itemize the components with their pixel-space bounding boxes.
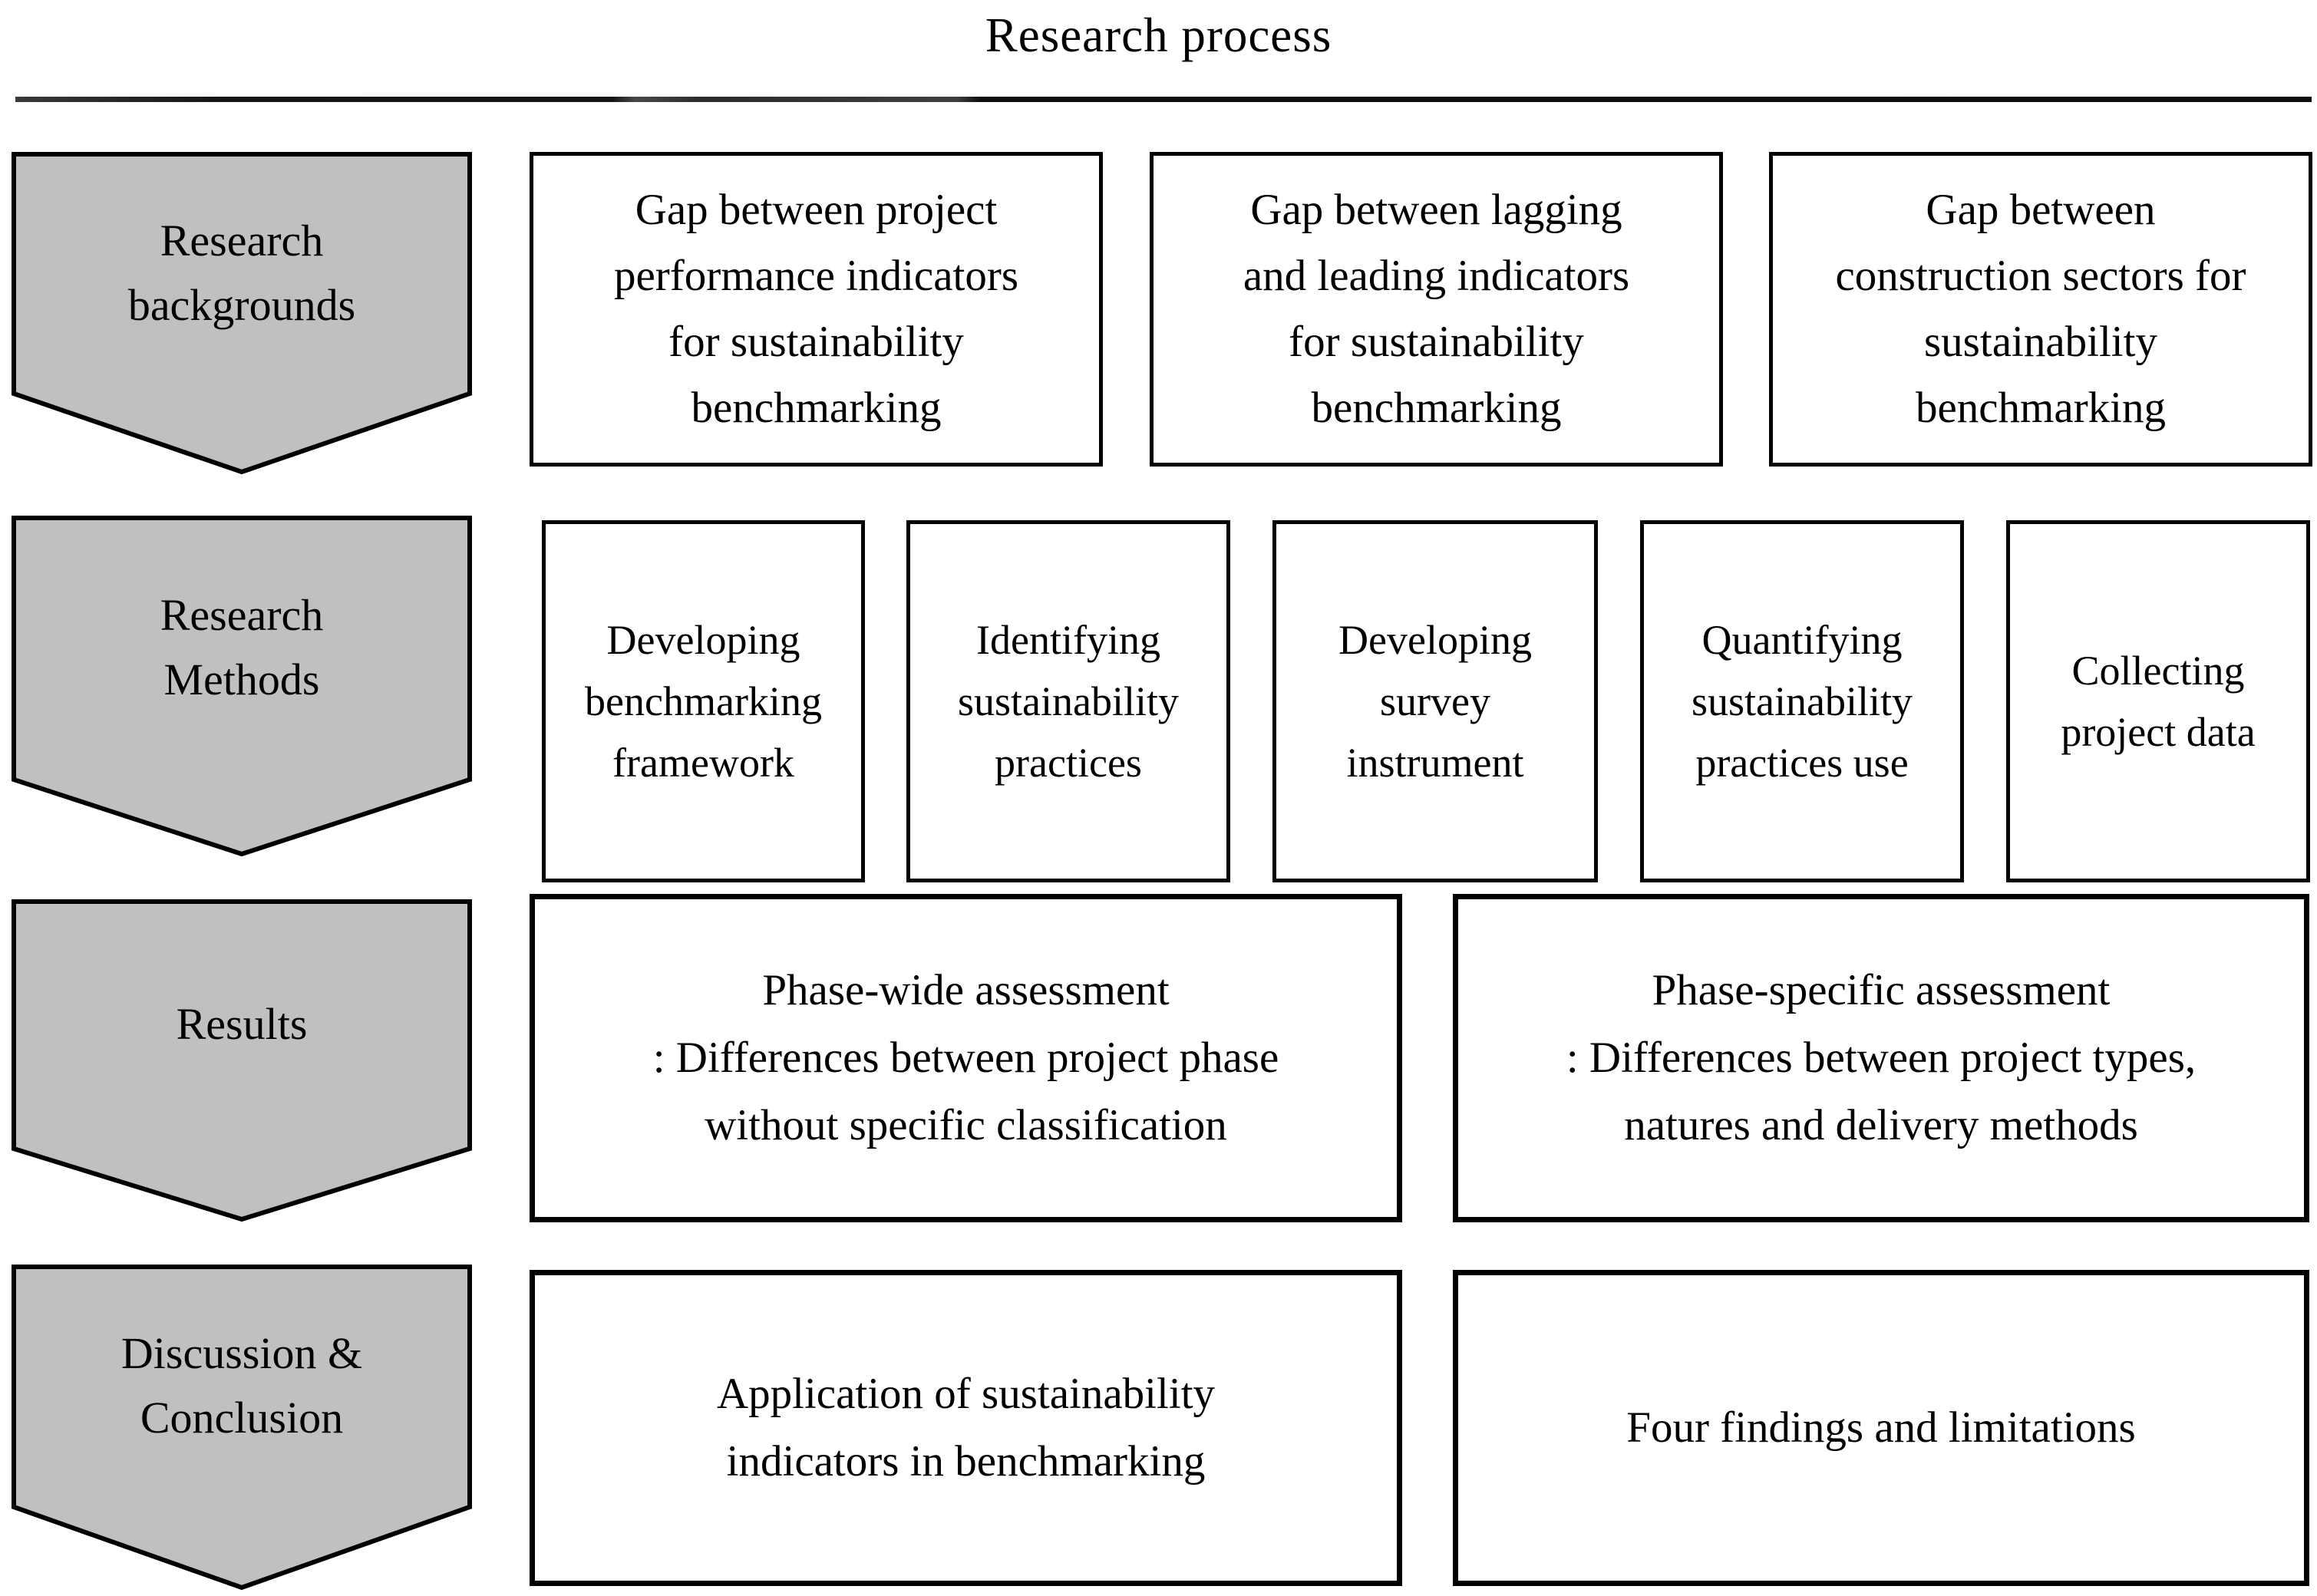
stage-arrow-discussion-conclusion: Discussion & Conclusion bbox=[12, 1265, 472, 1590]
stage-arrow-research-backgrounds: Research backgrounds bbox=[12, 152, 472, 474]
stage-label-research-backgrounds: Research backgrounds bbox=[127, 215, 356, 330]
stage-label-results: Results bbox=[176, 998, 308, 1049]
title-divider bbox=[15, 97, 2312, 102]
box-identifying-sustainability-practices: Identifying sustainability practices bbox=[906, 520, 1230, 882]
box-application-sustainability-indicators: Application of sustainability indicators… bbox=[530, 1270, 1402, 1586]
stage-label-research-methods: Research Methods bbox=[160, 590, 324, 704]
box-quantifying-sustainability-practices-use: Quantifying sustainability practices use bbox=[1640, 520, 1964, 882]
box-phase-wide-assessment: Phase-wide assessment : Differences betw… bbox=[530, 894, 1402, 1222]
box-phase-specific-assessment: Phase-specific assessment : Differences … bbox=[1453, 894, 2309, 1222]
down-arrow-banner-icon bbox=[12, 1265, 472, 1590]
box-developing-benchmarking-framework: Developing benchmarking framework bbox=[542, 520, 865, 882]
box-gap-lagging-leading-indicators: Gap between lagging and leading indicato… bbox=[1150, 152, 1723, 467]
box-developing-survey-instrument: Developing survey instrument bbox=[1272, 520, 1598, 882]
box-four-findings-limitations: Four findings and limitations bbox=[1453, 1270, 2309, 1586]
box-gap-construction-sectors: Gap between construction sectors for sus… bbox=[1769, 152, 2312, 467]
stage-arrow-results: Results bbox=[12, 899, 472, 1222]
page-title: Research process bbox=[985, 8, 1332, 62]
down-arrow-banner-icon bbox=[12, 152, 472, 474]
stage-label-discussion-conclusion: Discussion & Conclusion bbox=[120, 1328, 363, 1443]
down-arrow-banner-icon bbox=[12, 516, 472, 856]
box-collecting-project-data: Collecting project data bbox=[2006, 520, 2310, 882]
box-gap-project-performance-indicators: Gap between project performance indicato… bbox=[530, 152, 1103, 467]
stage-arrow-research-methods: Research Methods bbox=[12, 516, 472, 856]
down-arrow-banner-icon bbox=[12, 899, 472, 1222]
